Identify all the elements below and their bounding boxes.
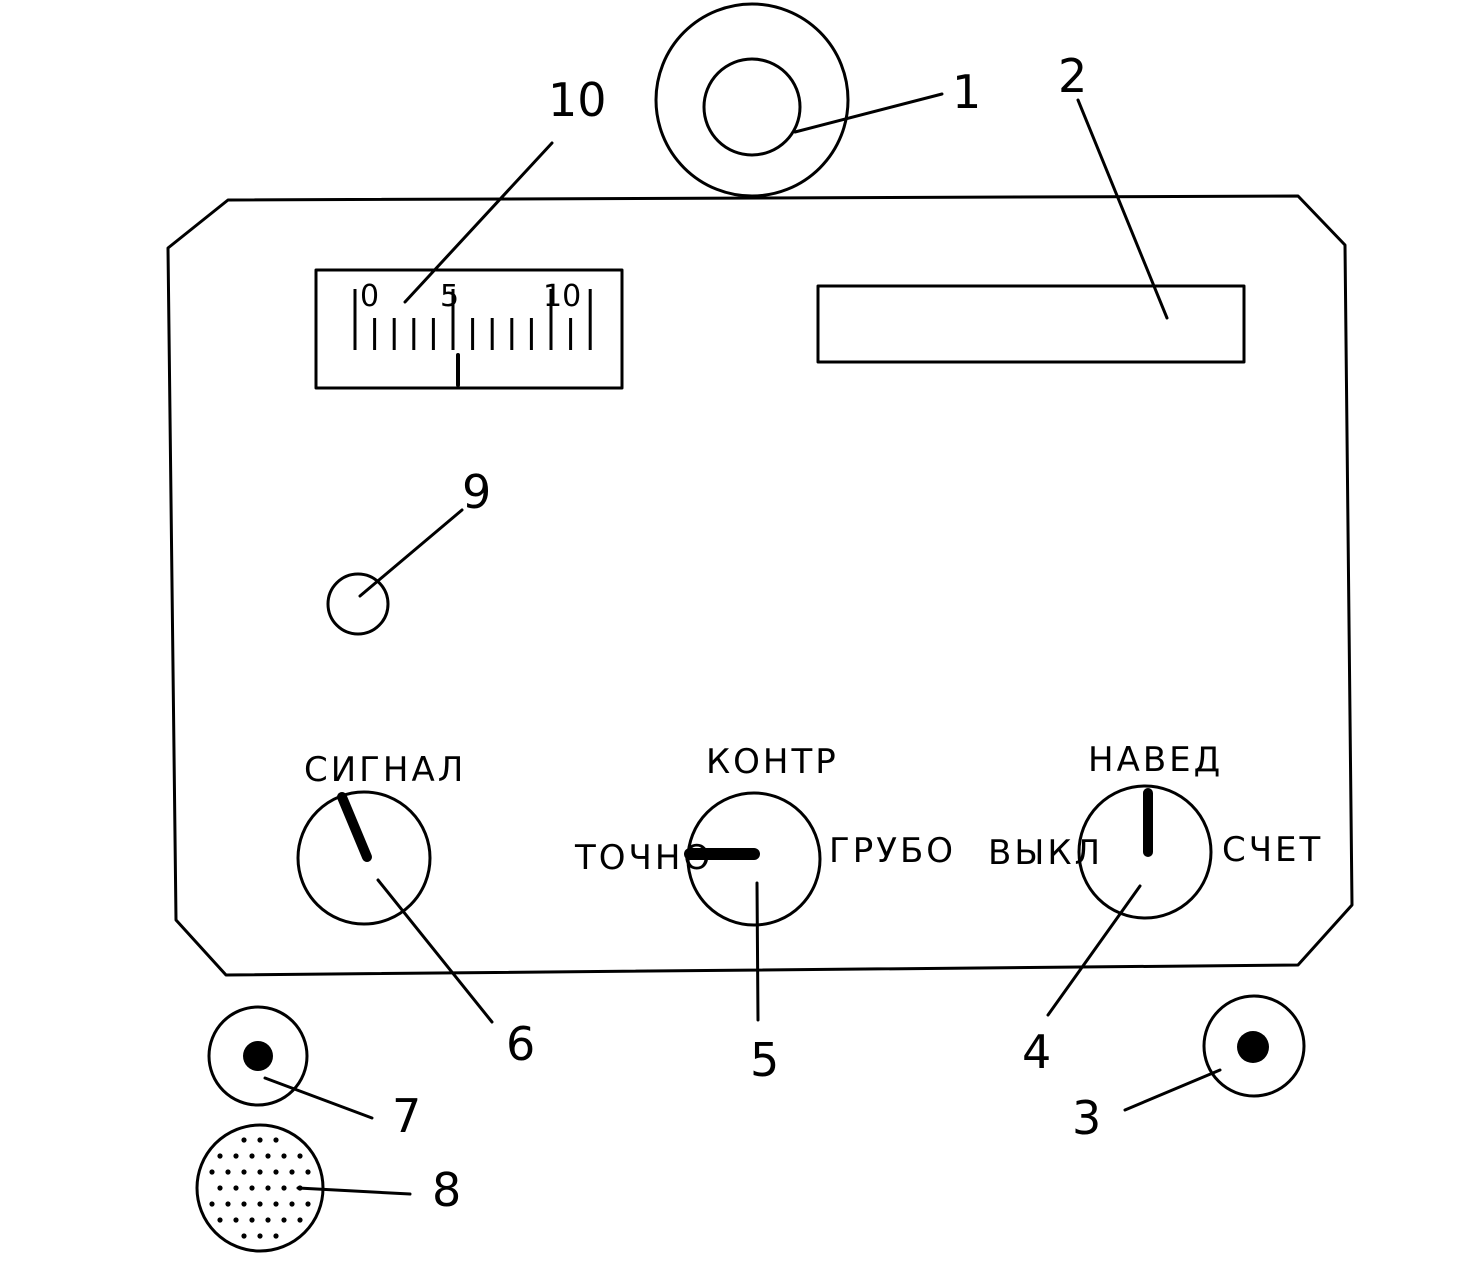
speaker-dot [273, 1137, 279, 1143]
speaker-dot [233, 1217, 239, 1223]
speaker-dot [233, 1153, 239, 1159]
speaker-dot [281, 1217, 287, 1223]
signal-knob[interactable] [296, 790, 432, 926]
connector-jack-icon[interactable] [1202, 994, 1306, 1098]
speaker-dot [281, 1153, 287, 1159]
speaker-dot [265, 1185, 271, 1191]
scale-label-5: 5 [440, 279, 459, 314]
speaker-dot [249, 1217, 255, 1223]
power-switch-right-label: СЧЕТ [1222, 830, 1323, 870]
speaker-dot [281, 1185, 287, 1191]
speaker-dot [209, 1169, 215, 1175]
speaker-dot [217, 1185, 223, 1191]
display-window [816, 284, 1246, 364]
speaker-dot [241, 1201, 247, 1207]
power-switch-top-label: НАВЕД [1088, 740, 1223, 780]
callout-1: 1 [952, 65, 981, 119]
speaker-dot [225, 1169, 231, 1175]
speaker-dot [273, 1169, 279, 1175]
scale-window: 0 5 10 [314, 268, 624, 390]
speaker-dot [241, 1233, 247, 1239]
callout-5: 5 [750, 1033, 779, 1087]
connector-jack-icon[interactable] [207, 1005, 309, 1107]
speaker-dot [265, 1153, 271, 1159]
callout-7: 7 [392, 1089, 421, 1143]
power-switch[interactable] [1077, 784, 1213, 920]
indicator-lamp-icon [326, 572, 390, 636]
scale-label-0: 0 [360, 279, 379, 314]
mode-switch-right-label: ГРУБО [829, 831, 956, 871]
callout-8: 8 [432, 1163, 461, 1217]
callout-2: 2 [1058, 49, 1087, 103]
callout-10: 10 [548, 73, 607, 127]
mode-switch-left-label: ТОЧНО [574, 838, 713, 878]
speaker-dot [225, 1201, 231, 1207]
callout-6: 6 [506, 1017, 535, 1071]
speaker-dot [265, 1217, 271, 1223]
speaker-dot [241, 1169, 247, 1175]
mode-switch[interactable] [684, 791, 822, 927]
scale-ticks [353, 289, 592, 350]
rotary-knob-icon[interactable] [1077, 784, 1213, 920]
speaker-dot [209, 1201, 215, 1207]
power-switch-left-label: ВЫКЛ [988, 833, 1103, 873]
speaker-dot [249, 1185, 255, 1191]
callout-4: 4 [1022, 1025, 1051, 1079]
speaker-dot [257, 1233, 263, 1239]
leader-lines [263, 92, 1222, 1196]
speaker-dot [273, 1201, 279, 1207]
speaker-dot [289, 1201, 295, 1207]
eyepiece-icon [654, 2, 850, 198]
scale-label-10: 10 [543, 279, 581, 314]
speaker-dot [257, 1169, 263, 1175]
speaker-dot [217, 1153, 223, 1159]
speaker-dot [257, 1137, 263, 1143]
speaker-dot [233, 1185, 239, 1191]
speaker-dot [297, 1153, 303, 1159]
callout-9: 9 [462, 465, 491, 519]
panel-body [166, 194, 1354, 977]
speaker-dot [217, 1217, 223, 1223]
rotary-knob-icon[interactable] [296, 790, 432, 926]
speaker-dot [257, 1201, 263, 1207]
speaker-dot [305, 1169, 311, 1175]
speaker-dot [273, 1233, 279, 1239]
signal-knob-label: СИГНАЛ [304, 750, 466, 790]
mode-switch-top-label: КОНТР [706, 742, 839, 782]
speaker-dot [289, 1169, 295, 1175]
speaker-dot [249, 1153, 255, 1159]
speaker-dot [305, 1201, 311, 1207]
signal-knob-pointer [337, 792, 372, 862]
callout-3: 3 [1072, 1091, 1101, 1145]
speaker-dot [241, 1137, 247, 1143]
speaker-dot [297, 1217, 303, 1223]
